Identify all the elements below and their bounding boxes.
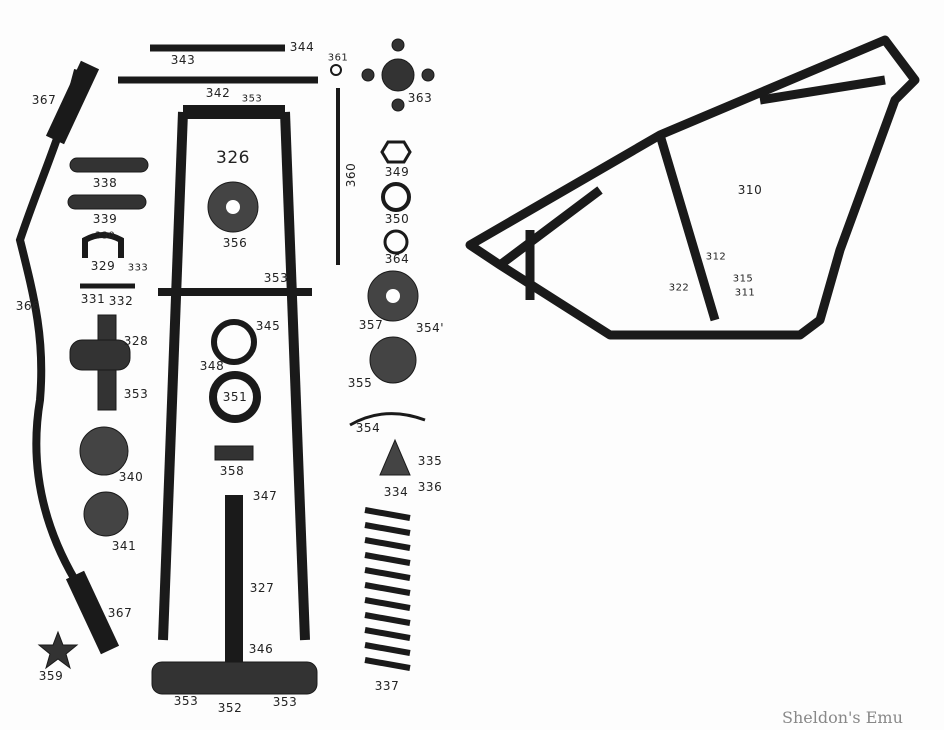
link-339 xyxy=(67,194,147,210)
part-label: 348 xyxy=(199,359,225,373)
part-label: 353 xyxy=(123,387,149,401)
watermark: Sheldon's Emu xyxy=(782,708,903,727)
part-label: 336 xyxy=(417,480,443,494)
part-label: 351 xyxy=(222,390,248,404)
part-label: 331 xyxy=(80,292,106,306)
part-label: 335 xyxy=(417,454,443,468)
part-label: 344 xyxy=(289,40,315,54)
part-label: 337 xyxy=(374,679,400,693)
part-label: 363 xyxy=(407,91,433,105)
spider-363 xyxy=(361,38,435,112)
part-label: 343 xyxy=(170,53,196,67)
disc-340 xyxy=(79,426,129,476)
part-label: 342 xyxy=(205,86,231,100)
cone-334 xyxy=(379,438,411,476)
star-359 xyxy=(37,630,79,670)
part-label: 347 xyxy=(252,489,278,503)
grip-367-top xyxy=(45,60,100,145)
part-label: 328 xyxy=(123,334,149,348)
link-338 xyxy=(69,157,149,173)
part-label: 338 xyxy=(92,176,118,190)
part-label: 330 xyxy=(94,230,116,242)
spring-354 xyxy=(349,412,426,427)
part-label: 312 xyxy=(705,251,727,263)
plate-355 xyxy=(369,336,417,384)
handlebar-366 xyxy=(15,69,109,652)
part-label: 366 xyxy=(15,299,41,313)
part-label: 350 xyxy=(384,212,410,226)
part-label: 346 xyxy=(248,642,274,656)
part-label: 345 xyxy=(255,319,281,333)
part-label: 355 xyxy=(347,376,373,390)
part-label: 361 xyxy=(327,52,349,64)
part-label: 352 xyxy=(217,701,243,715)
part-label: 353 xyxy=(241,93,263,105)
part-label: 367 xyxy=(31,93,57,107)
part-label: 354 xyxy=(355,421,381,435)
part-label: 357 xyxy=(358,318,384,332)
nut-349 xyxy=(380,140,412,164)
part-label: 354' xyxy=(415,321,445,335)
ring-351 xyxy=(209,371,261,423)
part-label: 329 xyxy=(90,259,116,273)
lug-328 xyxy=(69,314,131,411)
part-label: 356 xyxy=(222,236,248,250)
ring-348 xyxy=(211,319,257,365)
part-label: 334 xyxy=(383,485,409,499)
part-label: 339 xyxy=(92,212,118,226)
part-label: 349 xyxy=(384,165,410,179)
nut-364 xyxy=(383,229,409,255)
part-label: 353 xyxy=(272,695,298,709)
ring-350 xyxy=(381,182,411,212)
part-label: 333 xyxy=(127,262,149,274)
part-358 xyxy=(214,445,254,461)
part-label: 359 xyxy=(38,669,64,683)
part-label: 341 xyxy=(111,539,137,553)
part-label: 367 xyxy=(107,606,133,620)
part-label: 311 xyxy=(734,287,756,299)
fork-326 xyxy=(158,105,312,641)
part-label: 322 xyxy=(668,282,690,294)
grip-367-bottom xyxy=(65,570,120,655)
part-label: 327 xyxy=(249,581,275,595)
part-label: 360 xyxy=(344,162,358,188)
disc-341 xyxy=(83,491,129,537)
part-label: 353 xyxy=(263,271,289,285)
part-label: 332 xyxy=(108,294,134,308)
bridge-352 xyxy=(151,661,318,695)
part-label: 364 xyxy=(384,252,410,266)
part-label: 340 xyxy=(118,470,144,484)
part-label: 326 xyxy=(216,148,250,168)
part-label: 310 xyxy=(737,183,763,197)
part-label: 358 xyxy=(219,464,245,478)
frame-310 xyxy=(465,35,920,340)
spring-337 xyxy=(364,507,411,671)
clip-329 xyxy=(82,232,124,258)
part-label: 353 xyxy=(173,694,199,708)
nut-361 xyxy=(330,64,342,76)
part-label: 315 xyxy=(732,273,754,285)
